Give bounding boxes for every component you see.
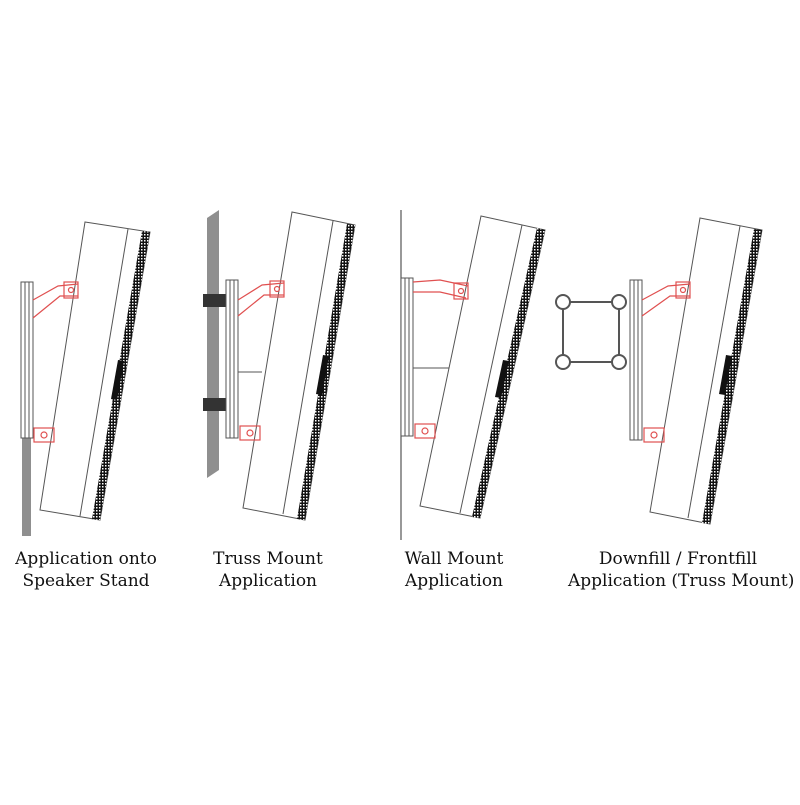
- mount-rail: [20, 281, 34, 439]
- panel-downfill: [555, 217, 763, 525]
- caption-line-1: Application onto: [15, 549, 157, 569]
- truss-clamp-upper: [203, 294, 227, 307]
- lower-bracket: [239, 425, 261, 441]
- speaker-cabinet: [419, 215, 546, 519]
- panel-truss: [203, 210, 356, 521]
- caption-line-2: Application: [218, 571, 318, 591]
- caption-line-2: Application (Truss Mount): [568, 571, 795, 591]
- lower-bracket: [33, 427, 55, 443]
- speaker-cabinet: [649, 217, 763, 525]
- upper-bracket-arm: [412, 279, 469, 300]
- upper-bracket-arm: [237, 280, 285, 317]
- mount-rail: [629, 279, 643, 441]
- caption-downfill: Downfill / Frontfill Application (Truss …: [568, 548, 795, 592]
- caption-line-2: Application: [404, 571, 504, 591]
- speaker-cabinet: [39, 221, 151, 521]
- speaker-stand-pole: [22, 438, 31, 536]
- lower-bracket: [414, 423, 436, 439]
- mount-rail: [400, 277, 450, 437]
- panel-wall: [400, 210, 546, 540]
- caption-wall: Wall Mount Application: [344, 548, 564, 592]
- caption-line-2: Speaker Stand: [22, 571, 150, 591]
- caption-stand: Application onto Speaker Stand: [0, 548, 196, 592]
- lower-bracket: [643, 427, 665, 443]
- speaker-cabinet: [242, 211, 356, 521]
- truss-pole: [207, 210, 219, 478]
- upper-bracket-arm: [32, 281, 79, 319]
- caption-line-1: Wall Mount: [404, 549, 504, 569]
- upper-bracket-arm: [641, 281, 691, 317]
- caption-truss: Truss Mount Application: [158, 548, 378, 592]
- caption-line-1: Downfill / Frontfill: [598, 549, 758, 569]
- caption-line-1: Truss Mount: [213, 549, 323, 569]
- truss-section: [555, 294, 627, 370]
- panel-stand: [20, 221, 151, 536]
- truss-clamp-lower: [203, 398, 227, 411]
- mount-rail: [225, 279, 262, 439]
